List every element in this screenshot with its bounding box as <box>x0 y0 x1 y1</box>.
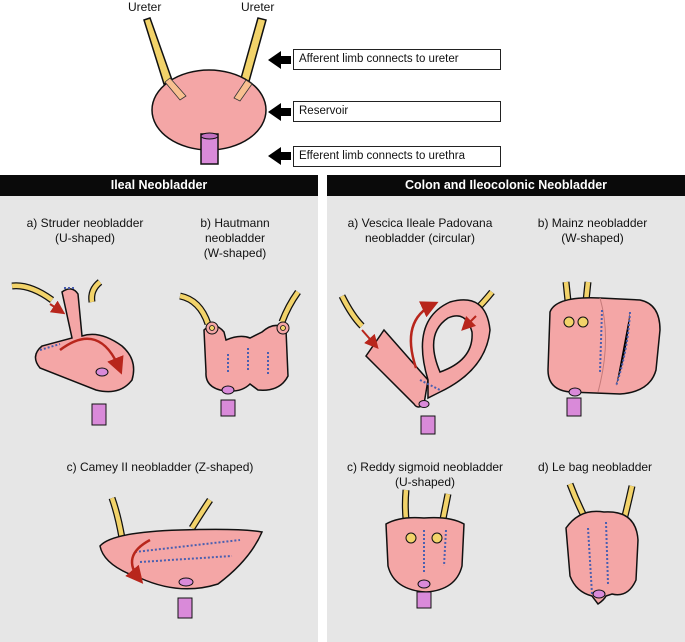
camey-illustration <box>99 496 264 619</box>
ileal-panel-title: Ileal Neobladder <box>0 175 318 196</box>
caption-camey: c) Camey II neobladder (Z-shaped) <box>66 460 254 474</box>
padovana-illustration <box>338 289 495 435</box>
hautmann-illustration <box>179 289 301 417</box>
overview-illustration <box>143 17 291 165</box>
caption-hautmann: b) Hautmann neobladder (W-shaped) <box>200 216 270 260</box>
arrow-reservoir-icon <box>268 103 291 121</box>
caption-reddy: c) Reddy sigmoid neobladder (U-shaped) <box>346 460 504 489</box>
caption-mainz: b) Mainz neobladder (W-shaped) <box>537 216 648 245</box>
reddy-illustration <box>385 489 465 609</box>
afferent-limb-right <box>233 79 253 102</box>
efferent-label: Efferent limb connects to urethra <box>293 146 501 167</box>
struder-illustration <box>11 279 135 426</box>
caption-le-bag: d) Le bag neobladder <box>537 460 653 474</box>
colon-panel-title: Colon and Ileocolonic Neobladder <box>327 175 685 196</box>
left-ureter-shape <box>143 17 173 86</box>
arrow-efferent-icon <box>268 147 291 165</box>
caption-padovana: a) Vescica Ileale Padovana neobladder (c… <box>347 216 493 245</box>
reservoir-label: Reservoir <box>293 101 501 122</box>
ureter-left-label: Ureter <box>128 0 162 14</box>
afferent-limb-left <box>164 77 187 101</box>
le-bag-illustration <box>565 482 639 606</box>
ureter-right-label: Ureter <box>241 0 275 14</box>
caption-struder: a) Struder neobladder (U-shaped) <box>26 216 144 245</box>
arrow-afferent-icon <box>268 51 291 69</box>
afferent-label: Afferent limb connects to ureter <box>293 49 501 70</box>
mainz-illustration <box>547 281 661 417</box>
